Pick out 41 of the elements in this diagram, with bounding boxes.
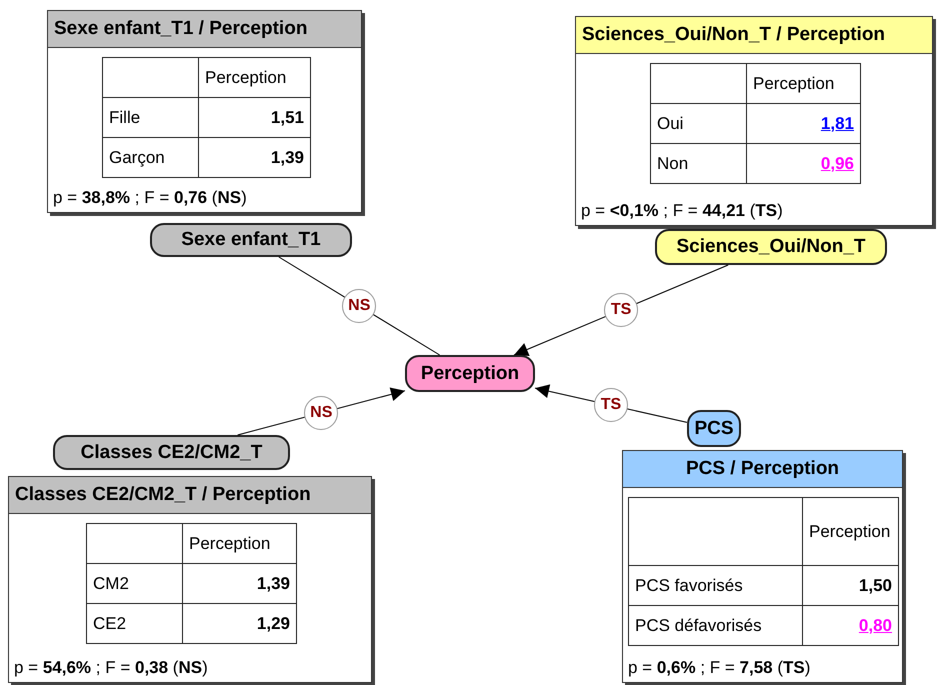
result-panel xyxy=(8,476,372,683)
column-header: Perception xyxy=(747,64,861,104)
panel-header: Sciences_Oui/Non_T / Perception xyxy=(576,17,932,54)
variable-node: Classes CE2/CM2_T xyxy=(53,435,290,470)
value-cell: 1,51 xyxy=(199,98,311,138)
row-label: Garçon xyxy=(103,138,199,178)
row-label: Non xyxy=(651,144,747,184)
panel-header: Sexe enfant_T1 / Perception xyxy=(48,11,361,48)
statistics-note: p = 0,6% ; F = 7,58 (TS) xyxy=(628,658,810,678)
variable-node: PCS xyxy=(687,410,741,447)
row-label: Fille xyxy=(103,98,199,138)
value-cell: 1,29 xyxy=(183,604,297,644)
value-cell: 0,96 xyxy=(747,144,861,184)
column-header: Perception xyxy=(803,498,899,566)
column-header: Perception xyxy=(183,524,297,564)
value-cell: 1,39 xyxy=(199,138,311,178)
variable-node: Sciences_Oui/Non_T xyxy=(655,229,887,265)
row-label: PCS favorisés xyxy=(629,566,803,606)
statistics-note: p = 54,6% ; F = 0,38 (NS) xyxy=(14,658,208,678)
result-panel xyxy=(47,10,362,213)
statistics-note: p = 38,8% ; F = 0,76 (NS) xyxy=(53,188,247,208)
variable-node: Perception xyxy=(405,355,535,392)
variable-node: Sexe enfant_T1 xyxy=(150,223,352,257)
value-cell: 1,81 xyxy=(747,104,861,144)
value-cell: 0,80 xyxy=(803,606,899,646)
result-panel xyxy=(575,16,933,226)
row-label: CM2 xyxy=(87,564,183,604)
value-cell: 1,50 xyxy=(803,566,899,606)
row-label: PCS défavorisés xyxy=(629,606,803,646)
edge-label: NS xyxy=(304,396,338,430)
edge-label: NS xyxy=(342,289,376,323)
result-panel xyxy=(622,450,903,683)
row-label: Oui xyxy=(651,104,747,144)
statistics-note: p = <0,1% ; F = 44,21 (TS) xyxy=(581,201,783,221)
value-cell: 1,39 xyxy=(183,564,297,604)
panel-header: PCS / Perception xyxy=(623,451,902,488)
panel-header: Classes CE2/CM2_T / Perception xyxy=(9,477,371,514)
row-label: CE2 xyxy=(87,604,183,644)
edge-label: TS xyxy=(604,293,638,327)
column-header: Perception xyxy=(199,58,311,98)
edge-label: TS xyxy=(594,388,628,422)
